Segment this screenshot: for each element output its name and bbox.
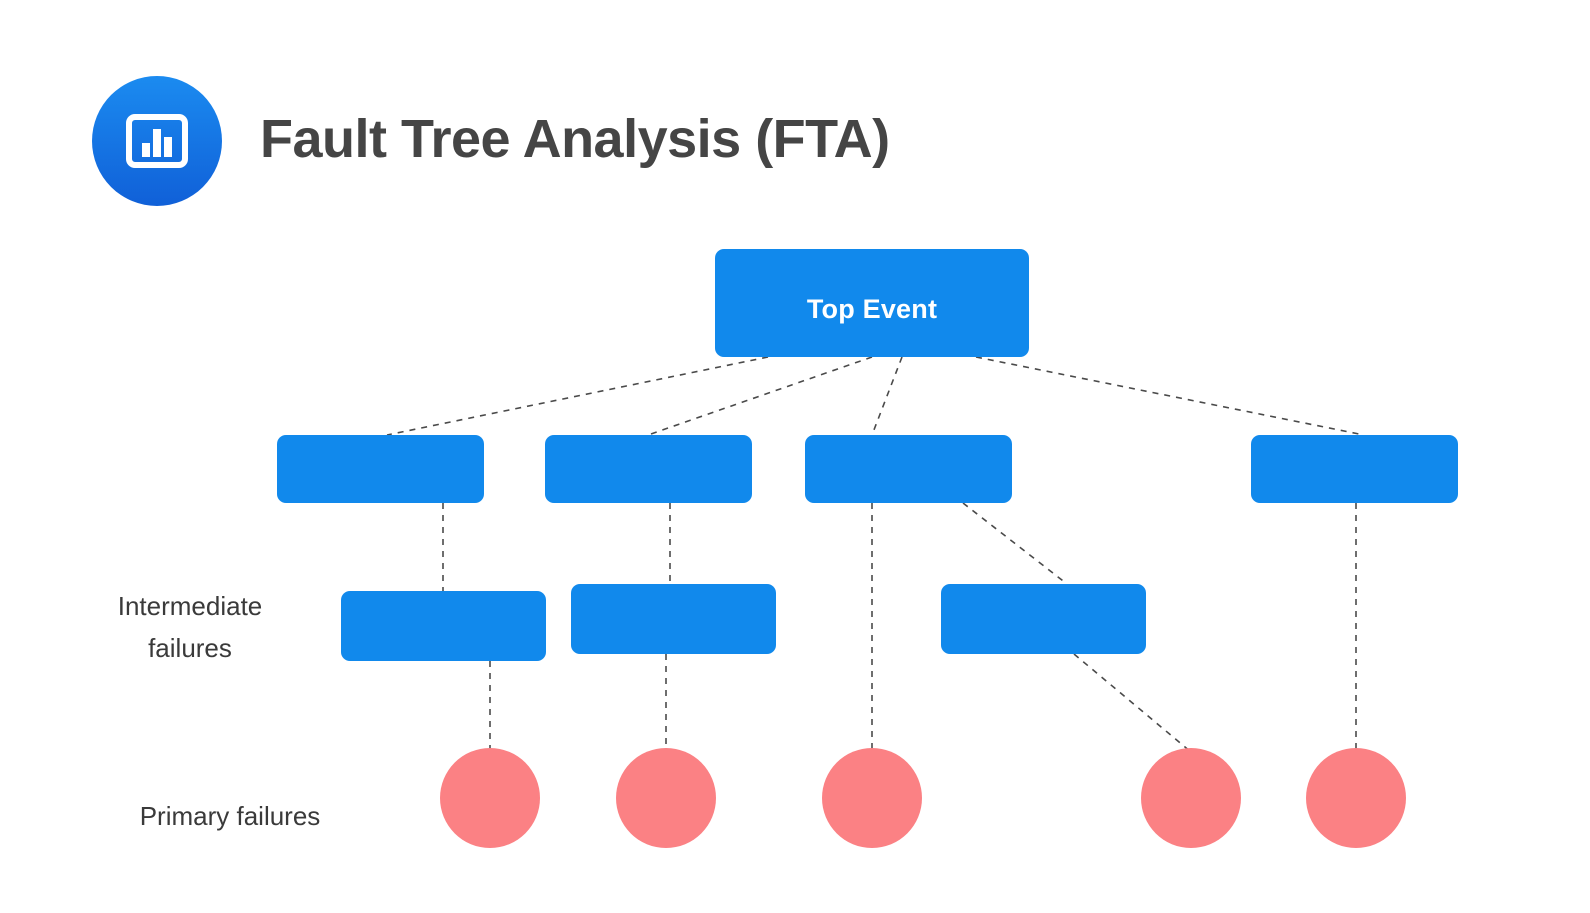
connector-s3-to-m3 [962, 502, 1068, 585]
event-node-s4[interactable] [1251, 435, 1458, 503]
logo-badge [92, 76, 222, 206]
connector-top-to-s3 [871, 356, 903, 436]
primary-failure-node-p2[interactable] [616, 748, 716, 848]
event-node-s2[interactable] [545, 435, 752, 503]
connector-top-to-s1 [386, 356, 769, 436]
event-node-m3[interactable] [941, 584, 1146, 654]
event-node-m1[interactable] [341, 591, 546, 661]
bar-chart-icon [121, 105, 193, 177]
node-label-top: Top Event [806, 293, 938, 324]
event-node-s1[interactable] [277, 435, 484, 503]
primary-failure-node-p4[interactable] [1141, 748, 1241, 848]
connector-top-to-s4 [975, 356, 1365, 436]
event-node-top[interactable]: Top Event [715, 249, 1029, 357]
primary-failure-node-p1[interactable] [440, 748, 540, 848]
page-title: Fault Tree Analysis (FTA) [260, 109, 890, 169]
connector-m3-to-p4 [1073, 653, 1192, 753]
row-label-primary-failures: Primary failures [139, 801, 321, 831]
connector-top-to-s2 [647, 356, 873, 436]
primary-failure-node-p3[interactable] [822, 748, 922, 848]
primary-failure-node-p5[interactable] [1306, 748, 1406, 848]
row-label-intermediate-failures: Intermediate failures [117, 591, 263, 663]
header: Fault Tree Analysis (FTA) [92, 76, 890, 206]
event-node-s3[interactable] [805, 435, 1012, 503]
event-node-m2[interactable] [571, 584, 776, 654]
